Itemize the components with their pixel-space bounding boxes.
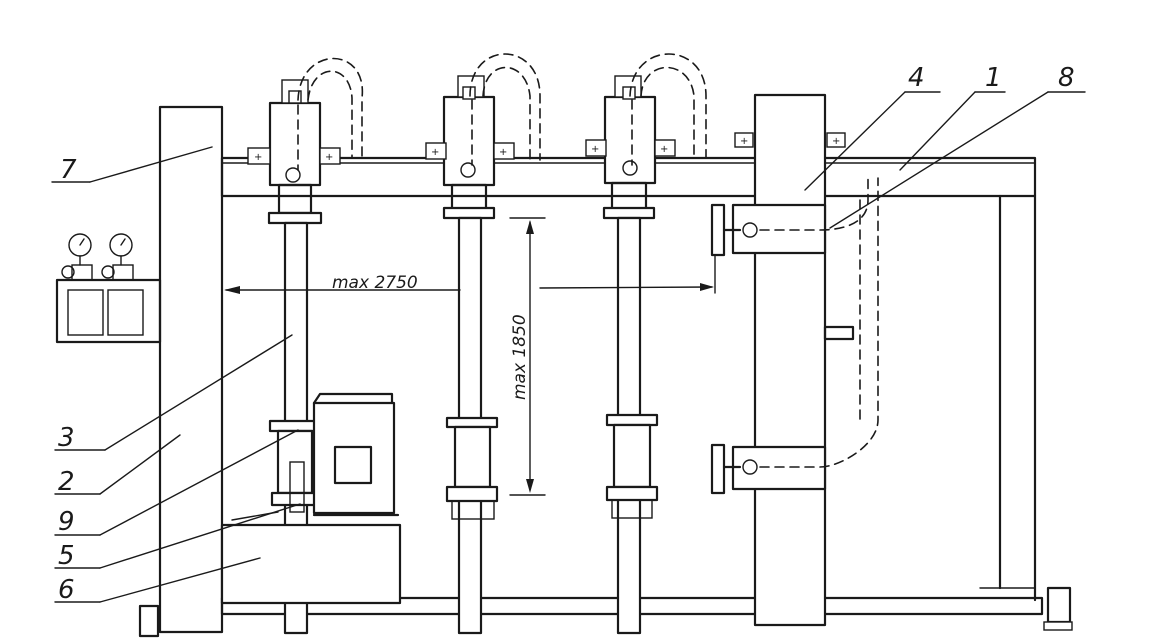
motor-pump-unit xyxy=(220,392,402,605)
callout-labels: 7 4 1 8 3 2 9 5 6 xyxy=(58,63,1075,605)
svg-text:+: + xyxy=(499,147,507,158)
svg-text:+: + xyxy=(431,147,439,158)
callout-8: 8 xyxy=(1058,63,1075,93)
dimension-height: max 1850 xyxy=(509,217,546,496)
callout-4: 4 xyxy=(908,63,925,93)
frame-feet xyxy=(138,586,1073,638)
dimension-height-label: max 1850 xyxy=(510,314,530,400)
callout-7: 7 xyxy=(60,155,77,185)
right-column: + + xyxy=(710,93,855,627)
callout-5: 5 xyxy=(58,541,75,571)
svg-text:+: + xyxy=(832,136,840,147)
control-panel xyxy=(55,233,162,344)
leader-lines xyxy=(51,91,1086,603)
callout-9: 9 xyxy=(58,507,75,537)
callout-6: 6 xyxy=(58,575,75,605)
svg-text:+: + xyxy=(660,144,668,155)
callout-2: 2 xyxy=(58,467,75,497)
svg-text:+: + xyxy=(254,152,262,163)
svg-text:+: + xyxy=(591,144,599,155)
dimension-width: max 2750 xyxy=(224,254,716,294)
cylinder-2: + + xyxy=(425,75,515,635)
left-column xyxy=(158,105,224,634)
hydraulic-hoses xyxy=(297,53,879,468)
svg-text:+: + xyxy=(325,152,333,163)
cylinder-3: + + xyxy=(585,75,676,635)
callout-3: 3 xyxy=(58,423,75,453)
svg-text:+: + xyxy=(740,136,748,147)
callout-1: 1 xyxy=(985,63,1002,93)
dimension-width-label: max 2750 xyxy=(332,273,418,293)
